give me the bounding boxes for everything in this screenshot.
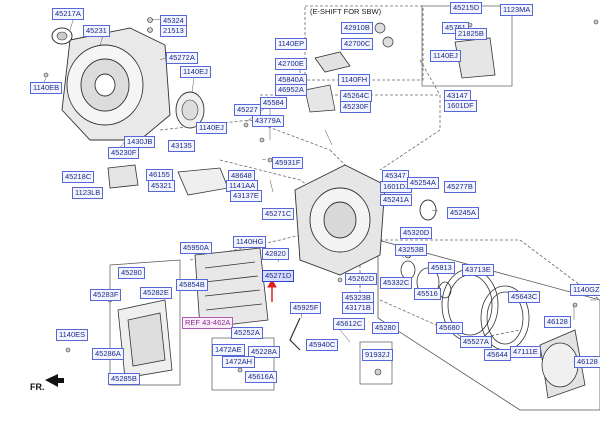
part-label[interactable]: 45854B xyxy=(176,279,208,291)
part-label[interactable]: 45231 xyxy=(83,25,110,37)
part-label[interactable]: 45280 xyxy=(118,267,145,279)
part-label[interactable]: 1472AH xyxy=(222,356,256,368)
part-label[interactable]: 45280 xyxy=(372,322,399,334)
part-label[interactable]: 45680 xyxy=(436,322,463,334)
part-label[interactable]: 1140EJ xyxy=(430,50,461,62)
part-label[interactable]: 45516 xyxy=(414,288,441,300)
part-label[interactable]: 45925F xyxy=(290,302,322,314)
part-label[interactable]: 1601DF xyxy=(444,100,477,112)
clutch-frame xyxy=(377,239,600,411)
part-label[interactable]: 45218C xyxy=(62,171,95,183)
part-label[interactable]: 1140HG xyxy=(233,236,267,248)
part-label[interactable]: 1140EB xyxy=(30,82,63,94)
part-label[interactable]: 45254A xyxy=(407,177,439,189)
oil-pan xyxy=(117,299,173,379)
part-label[interactable]: 45241A xyxy=(380,194,412,206)
reference-link[interactable]: REF 43-462A xyxy=(182,317,234,329)
part-label[interactable]: 1430JB xyxy=(124,136,156,148)
part-label[interactable]: 45282E xyxy=(140,287,172,299)
part-label[interactable]: 45262D xyxy=(345,273,378,285)
part-label[interactable]: 42910B xyxy=(341,22,373,34)
part-label[interactable]: 43137E xyxy=(230,190,262,202)
part-label[interactable]: 45227 xyxy=(234,104,261,116)
part-label[interactable]: 1140EJ xyxy=(180,66,211,78)
part-label[interactable]: 45286A xyxy=(92,348,124,360)
part-label[interactable]: 46128 xyxy=(544,316,571,328)
part-label-highlighted[interactable]: 45271D xyxy=(262,270,295,282)
part-label[interactable]: 45230F xyxy=(108,147,140,159)
front-direction-label: FR. xyxy=(30,382,45,392)
part-label[interactable]: 43171B xyxy=(342,302,374,314)
sbw-box-title: (E-SHIFT FOR SBW) xyxy=(310,7,382,16)
part-label[interactable]: 45228A xyxy=(248,346,280,358)
part-label[interactable]: 45285B xyxy=(108,373,140,385)
part-label[interactable]: 1140EJ xyxy=(196,122,227,134)
part-label[interactable]: 21513 xyxy=(160,25,187,37)
part-label[interactable]: 45320D xyxy=(400,227,433,239)
part-label[interactable]: 45644 xyxy=(484,349,511,361)
part-label[interactable]: 45277B xyxy=(444,181,476,193)
part-label[interactable]: 45643C xyxy=(508,291,541,303)
part-label[interactable]: 45584 xyxy=(260,97,287,109)
fr-arrow-icon xyxy=(45,374,64,387)
part-label[interactable]: 42700C xyxy=(341,38,374,50)
part-label[interactable]: 43779A xyxy=(252,115,284,127)
part-label[interactable]: 21825B xyxy=(455,28,487,40)
part-label[interactable]: 45616A xyxy=(245,371,277,383)
part-label[interactable]: 46952A xyxy=(275,84,307,96)
part-label[interactable]: 45215D xyxy=(450,2,483,14)
converter-housing xyxy=(61,27,171,141)
part-label[interactable]: 42820 xyxy=(262,248,289,260)
part-label[interactable]: 43713E xyxy=(462,264,494,276)
part-label[interactable]: 1140FH xyxy=(338,74,371,86)
transmission-case xyxy=(294,164,386,276)
part-label[interactable]: 43253B xyxy=(395,244,427,256)
part-label[interactable]: 1601DJ xyxy=(380,181,412,193)
part-label[interactable]: 1123MA xyxy=(500,4,534,16)
highlight-arrow xyxy=(267,278,277,302)
part-label[interactable]: 45950A xyxy=(180,242,212,254)
part-label[interactable]: 1140ES xyxy=(56,329,89,341)
part-label[interactable]: 45931F xyxy=(272,157,304,169)
part-label[interactable]: 45940C xyxy=(306,339,339,351)
part-label[interactable]: 91932J xyxy=(362,349,393,361)
part-label[interactable]: 45283F xyxy=(90,289,122,301)
part-label[interactable]: 1140GZ xyxy=(570,284,600,296)
part-label[interactable]: 45252A xyxy=(231,327,263,339)
part-label[interactable]: 45332C xyxy=(380,277,413,289)
part-label[interactable]: 45527A xyxy=(460,336,492,348)
part-label[interactable]: 1472AE xyxy=(212,344,245,356)
part-label[interactable]: 46128 xyxy=(574,356,600,368)
part-label[interactable]: 45230F xyxy=(340,101,372,113)
part-label[interactable]: 43135 xyxy=(168,140,195,152)
part-label[interactable]: 1140EP xyxy=(275,38,308,50)
part-label[interactable]: 45271C xyxy=(262,208,295,220)
part-label[interactable]: 45245A xyxy=(447,207,479,219)
part-label[interactable]: 45813 xyxy=(428,262,455,274)
part-label[interactable]: 1123LB xyxy=(72,187,104,199)
part-label[interactable]: 47111E xyxy=(510,346,541,358)
part-label[interactable]: 42700E xyxy=(275,58,307,70)
part-label[interactable]: 45217A xyxy=(52,8,84,20)
part-label[interactable]: 45612C xyxy=(333,318,366,330)
valve-body xyxy=(194,247,269,329)
part-label[interactable]: 45272A xyxy=(166,52,198,64)
part-label[interactable]: 45321 xyxy=(148,180,175,192)
